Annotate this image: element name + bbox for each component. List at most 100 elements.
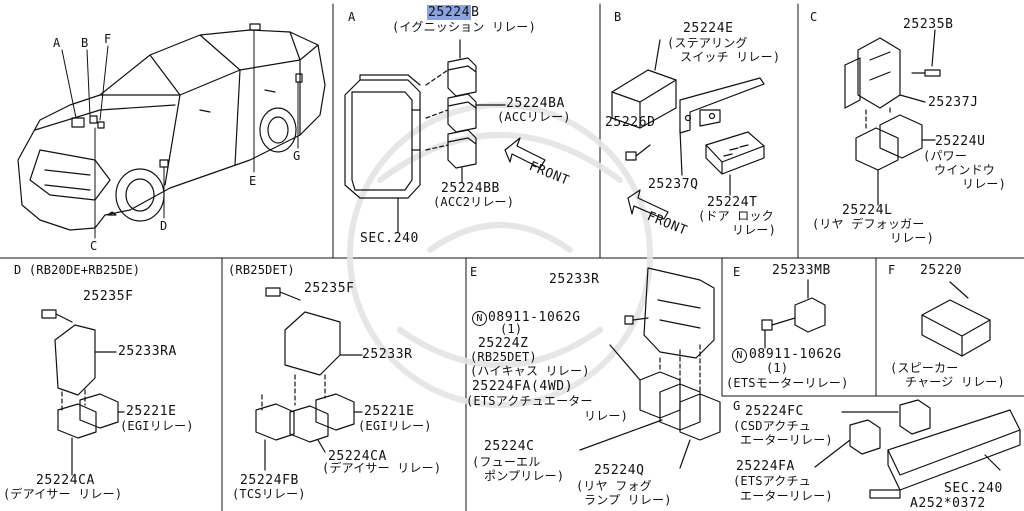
part-25224ca-d2-desc: (デアイサー リレー) <box>322 461 442 475</box>
part-25224z: 25224Z <box>478 336 529 351</box>
section-c-header: C <box>810 10 818 24</box>
part-25237q: 25237Q <box>648 177 699 192</box>
ets-motor-relay: (ETSモーターリレー) <box>726 376 849 390</box>
part-25233r-e: 25233R <box>549 272 600 287</box>
part-25224b: 25224B <box>427 5 480 20</box>
part-25224e: 25224E <box>683 21 734 36</box>
part-25224fc: 25224FC <box>745 404 804 419</box>
section-d1-header: D (RB20DE+RB25DE) <box>14 263 141 277</box>
part-25235f-d1: 25235F <box>83 289 134 304</box>
overview-label-a: A <box>53 36 61 50</box>
overview-label-f: F <box>104 32 112 46</box>
part-08911-e2-qty: (1) <box>766 361 789 375</box>
section-a-header: A <box>348 10 356 24</box>
part-25224c: 25224C <box>484 439 535 454</box>
part-25224c-desc-1: (フューエル <box>472 455 541 469</box>
part-25224t: 25224T <box>707 195 758 210</box>
ets-actuator-relay-2: リレー) <box>584 409 629 423</box>
car-overview-drawing <box>17 23 326 231</box>
part-25224l-desc-2: リレー) <box>890 231 935 245</box>
part-25237j: 25237J <box>928 95 979 110</box>
part-08911-e1-qty: (1) <box>500 322 523 336</box>
section-b-header: B <box>614 10 622 24</box>
part-25224fc-desc-2: エーターリレー) <box>740 433 833 447</box>
part-25224e-desc-1: (ステアリング <box>667 36 748 50</box>
panel-c-drawing <box>844 29 941 206</box>
overview-label-c: C <box>90 239 98 253</box>
part-25226d: 25226D <box>605 115 656 130</box>
part-25233ra: 25233RA <box>118 344 177 359</box>
part-25224u-desc-3: リレー) <box>962 177 1007 191</box>
part-25221e-d1-desc: (EGIリレー) <box>120 419 194 433</box>
panel-g-drawing <box>814 399 1021 499</box>
part-25224fa-4wd: 25224FA(4WD) <box>472 379 574 394</box>
sec-240-g: SEC.240 <box>944 481 1003 496</box>
overview-label-d: D <box>160 219 168 233</box>
part-25221e-d2-desc: (EGIリレー) <box>358 419 432 433</box>
part-25224ca-d1-desc: (デアイサー リレー) <box>3 487 123 501</box>
part-25224fa: 25224FA <box>736 459 795 474</box>
part-25221e-d2: 25221E <box>364 404 415 419</box>
nut-symbol-1: N <box>472 311 487 326</box>
overview-label-g: G <box>293 149 301 163</box>
part-25224q-desc-2: ランプ リレー) <box>584 493 672 507</box>
part-25224fa-desc-1: (ETSアクチュ <box>733 474 811 488</box>
sec-240-a: SEC.240 <box>360 231 419 246</box>
panel-f-drawing <box>921 281 991 357</box>
part-25224z-desc-1: (RB25DET) <box>470 350 537 364</box>
part-25224e-desc-2: スイッチ リレー) <box>680 50 781 64</box>
part-25224u-desc-2: ウインドウ <box>934 163 996 177</box>
diagram-reference-code: A252*0372 <box>910 496 986 511</box>
panel-d2-drawing <box>255 287 363 471</box>
part-25224bb-desc: (ACC2リレー) <box>433 195 515 209</box>
part-25224c-desc-2: ポンプリレー) <box>484 469 565 483</box>
part-25224fb-desc: (TCSリレー) <box>232 487 306 501</box>
part-25224z-desc-2: (ハイキャス リレー) <box>470 364 590 378</box>
panel-d1-drawing <box>41 309 125 476</box>
part-25224t-desc-1: (ドア ロック <box>698 209 774 223</box>
panel-a-drawing <box>344 39 546 233</box>
part-25220-desc-1: (スピーカー <box>890 361 959 375</box>
section-d2-header: (RB25DET) <box>228 263 295 277</box>
panel-e2-drawing <box>761 279 826 349</box>
part-25224ba-desc: (ACCリレー) <box>497 110 571 124</box>
part-25220-desc-2: チャージ リレー) <box>905 375 1005 389</box>
part-08911-1062g-e2: 08911-1062G <box>749 347 842 362</box>
overview-label-b: B <box>81 36 89 50</box>
part-25224ca-d1: 25224CA <box>36 473 95 488</box>
part-25224t-desc-2: リレー) <box>732 223 777 237</box>
part-25233mb: 25233MB <box>772 263 831 278</box>
part-25224b-desc: (イグニッション リレー) <box>392 20 537 34</box>
part-25224ca-d2: 25224CA <box>328 449 387 464</box>
part-25224fb: 25224FB <box>240 473 299 488</box>
part-08911-1062g-e1: 08911-1062G <box>488 310 581 325</box>
ets-actuator-relay-1: (ETSアクチュエーター <box>466 394 593 408</box>
part-25224q: 25224Q <box>594 463 645 478</box>
section-e2-header: E <box>733 265 741 279</box>
part-25221e-d1: 25221E <box>126 404 177 419</box>
part-25224bb: 25224BB <box>441 181 500 196</box>
section-g-header: G <box>733 399 741 413</box>
overview-leaders <box>61 29 299 239</box>
part-25220: 25220 <box>920 263 963 278</box>
nut-symbol-2: N <box>732 348 747 363</box>
overview-label-e: E <box>249 174 257 188</box>
part-25224u-desc-1: (パワー <box>923 149 968 163</box>
part-25224u: 25224U <box>935 134 986 149</box>
part-25224fc-desc-1: (CSDアクチュ <box>733 419 811 433</box>
part-25224l-desc-1: (リヤ デフォッガー <box>812 217 925 231</box>
part-25233r-d2: 25233R <box>362 347 413 362</box>
section-e1-header: E <box>470 265 478 279</box>
panel-e1-drawing <box>579 267 721 469</box>
panel-b-drawing <box>611 39 765 220</box>
part-25224ba: 25224BA <box>506 96 565 111</box>
part-25235b: 25235B <box>903 17 954 32</box>
part-25235f-d2: 25235F <box>304 281 355 296</box>
part-25224fa-desc-2: エーターリレー) <box>740 489 833 503</box>
part-25224l: 25224L <box>842 203 893 218</box>
panel-dividers <box>0 3 1024 511</box>
part-25224q-desc-1: (リヤ フォグ <box>576 479 652 493</box>
section-f-header: F <box>888 263 896 277</box>
